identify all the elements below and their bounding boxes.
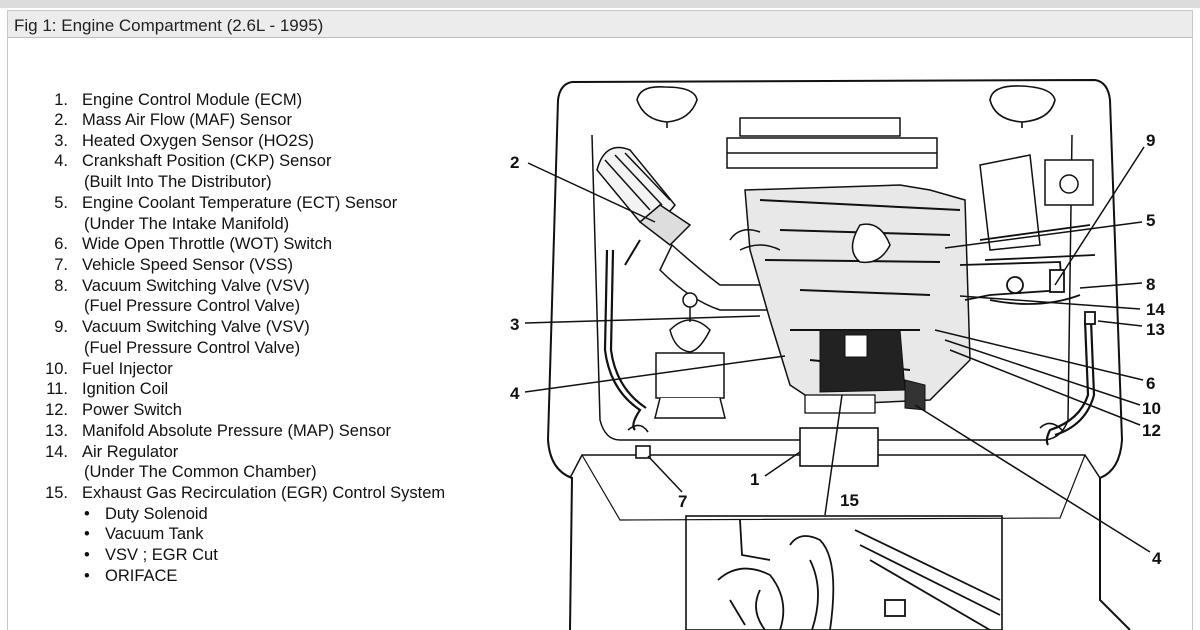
legend-label: Air Regulator (82, 443, 179, 461)
callout-1: 1 (750, 470, 759, 489)
legend-number: 1. (54, 91, 68, 109)
callout-labels: 2 3 4 9 5 8 14 13 6 10 12 1 7 15 4 (510, 131, 1165, 568)
legend-number: 13. (45, 422, 68, 440)
legend-label: Ignition Coil (82, 380, 169, 398)
bullet-icon: • (84, 525, 90, 543)
callout-3: 3 (510, 315, 519, 334)
legend-label: Engine Control Module (ECM) (82, 91, 303, 109)
fender-hoses (603, 249, 1096, 446)
callout-2: 2 (510, 153, 519, 172)
ecm-box (627, 422, 1063, 467)
callout-5: 5 (1146, 211, 1155, 230)
legend-label: Engine Coolant Temperature (ECT) Sensor (82, 194, 398, 212)
legend-label: Mass Air Flow (MAF) Sensor (82, 111, 292, 129)
legend-subitem: VSV ; EGR Cut (105, 546, 218, 564)
legend-label: Exhaust Gas Recirculation (EGR) Control … (82, 484, 446, 502)
legend-note: (Under The Intake Manifold) (84, 215, 290, 233)
legend-number: 6. (54, 235, 68, 253)
engine-block (729, 184, 971, 414)
legend-label: Heated Oxygen Sensor (HO2S) (82, 132, 315, 150)
legend-note: (Under The Common Chamber) (84, 463, 317, 481)
callout-6: 6 (1146, 374, 1155, 393)
legend-number: 8. (54, 277, 68, 295)
callout-9: 9 (1146, 131, 1155, 150)
frame-left-border (7, 38, 8, 630)
callout-8: 8 (1146, 275, 1155, 294)
legend-number: 3. (54, 132, 68, 150)
legend-number: 4. (54, 152, 68, 170)
legend-label: Wide Open Throttle (WOT) Switch (82, 235, 333, 253)
callout-7: 7 (678, 492, 687, 511)
legend-label: Power Switch (82, 401, 182, 419)
legend-note: (Fuel Pressure Control Valve) (84, 339, 301, 357)
legend-label: Vacuum Switching Valve (VSV) (82, 277, 310, 295)
legend-number: 2. (54, 111, 68, 129)
headlight-domes (636, 85, 1056, 128)
legend-number: 15. (45, 484, 68, 502)
callout-4-distributor: 4 (1152, 549, 1162, 568)
figure-header: Fig 1: Engine Compartment (2.6L - 1995) (7, 10, 1193, 38)
bullet-icon: • (84, 567, 90, 585)
figure-title: Fig 1: Engine Compartment (2.6L - 1995) (14, 16, 324, 35)
brake-booster (654, 292, 726, 419)
legend-subitem: Vacuum Tank (105, 525, 204, 543)
callout-10: 10 (1142, 399, 1161, 418)
legend-label: Vehicle Speed Sensor (VSS) (82, 256, 293, 274)
egr-system (717, 519, 1001, 630)
bullet-icon: • (84, 505, 90, 523)
leader-lines (524, 146, 1151, 553)
radiator-area (726, 117, 1094, 251)
legend-number: 14. (45, 443, 68, 461)
engine-compartment-diagram: 2 3 4 9 5 8 14 13 6 10 12 1 7 15 4 (510, 78, 1165, 630)
legend-number: 10. (45, 360, 68, 378)
callout-14: 14 (1146, 300, 1165, 319)
legend-note: (Fuel Pressure Control Valve) (84, 297, 301, 315)
legend-number: 12. (45, 401, 68, 419)
callout-12: 12 (1142, 421, 1161, 440)
callout-13: 13 (1146, 320, 1165, 339)
bullet-icon: • (84, 546, 90, 564)
legend-number: 11. (46, 380, 68, 398)
top-bar (0, 0, 1200, 8)
vsv-plumbing (959, 224, 1096, 325)
legend-subitem: ORIFACE (105, 567, 178, 585)
legend-subitem: Duty Solenoid (105, 505, 208, 523)
legend-number: 5. (54, 194, 68, 212)
legend-label: Vacuum Switching Valve (VSV) (82, 318, 310, 336)
legend-label: Crankshaft Position (CKP) Sensor (82, 152, 332, 170)
legend-note: (Built Into The Distributor) (84, 173, 272, 191)
frame-right-border (1192, 38, 1193, 630)
legend-label: Manifold Absolute Pressure (MAP) Sensor (82, 422, 392, 440)
legend-number: 7. (54, 256, 68, 274)
callout-4: 4 (510, 384, 520, 403)
legend-number: 9. (54, 318, 68, 336)
legend-label: Fuel Injector (82, 360, 173, 378)
callout-15: 15 (840, 491, 859, 510)
